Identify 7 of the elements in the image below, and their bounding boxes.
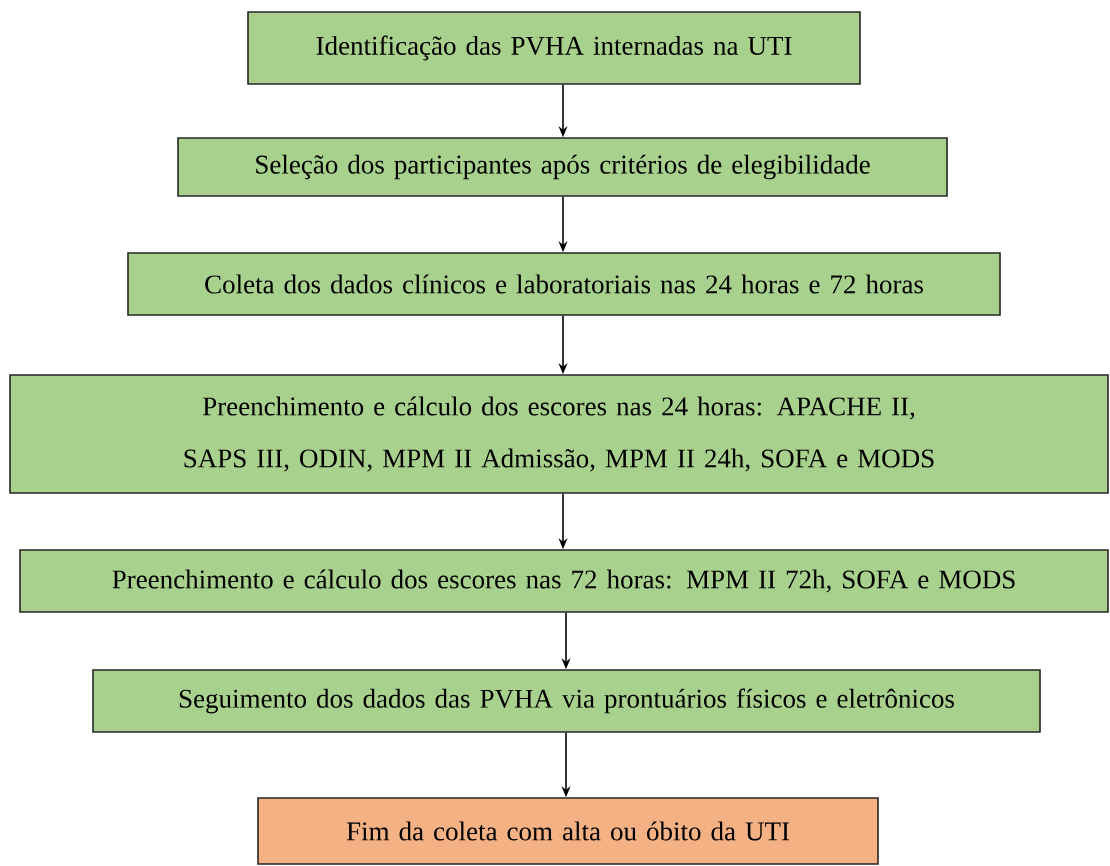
process-box: Preenchimento e cálculo dos escores nas 72 horas: MPM II 72h, SOFA e MODS	[19, 549, 1109, 613]
process-box: Coleta dos dados clínicos e laboratoriais nas 24 horas e 72 horas	[127, 252, 1001, 316]
process-box: Seleção dos participantes após critérios de elegibilidade	[177, 137, 948, 197]
process-box: Identificação das PVHA internadas na UTI	[247, 11, 861, 85]
end-box: Fim da coleta com alta ou óbito da UTI	[257, 797, 879, 865]
process-box: Seguimento dos dados das PVHA via prontuários físicos e eletrônicos	[92, 669, 1041, 733]
process-box: Preenchimento e cálculo dos escores nas 24 horas: APACHE II, SAPS III, ODIN, MPM II Admissão, MPM II 24h, SOFA e MODS	[9, 374, 1109, 494]
